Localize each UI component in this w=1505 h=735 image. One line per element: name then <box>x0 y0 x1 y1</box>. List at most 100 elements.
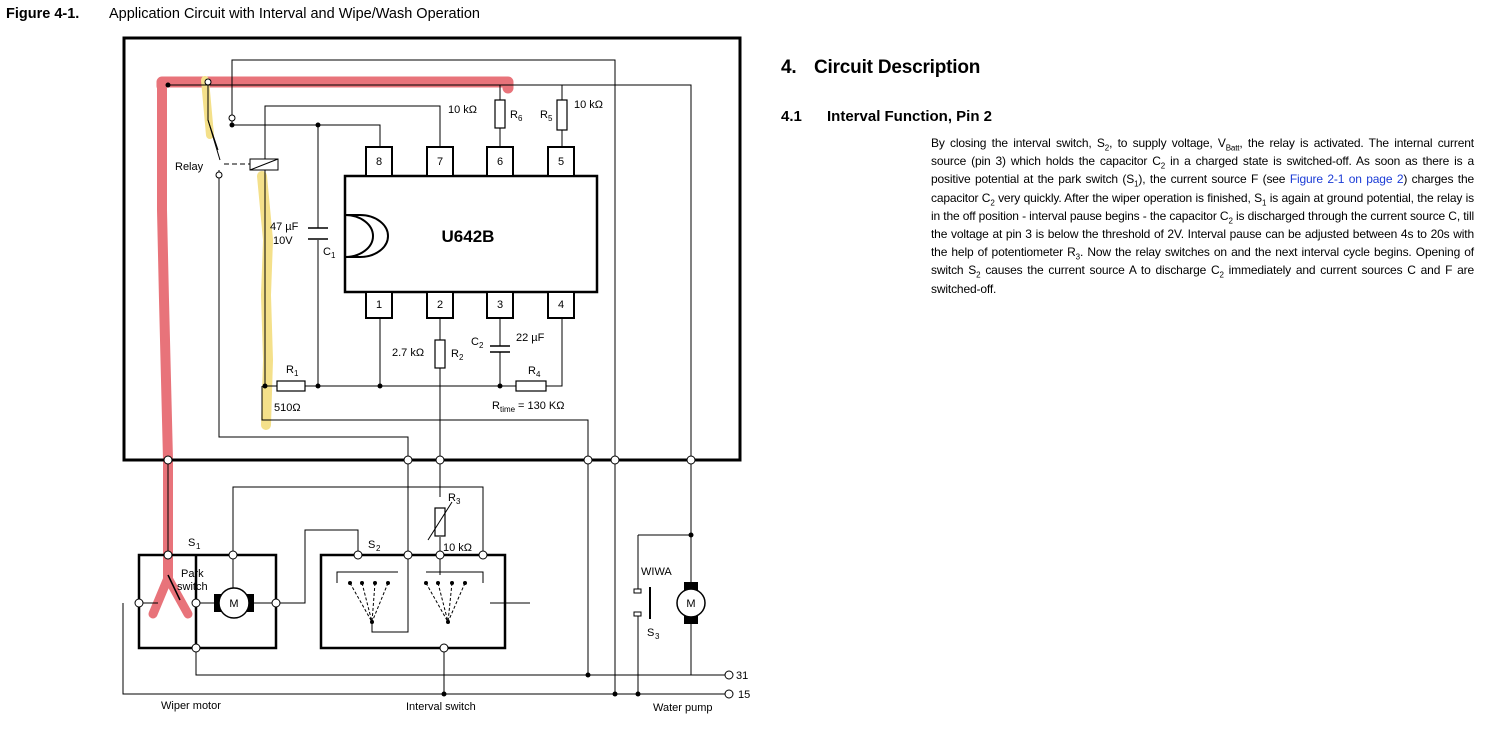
subscript: 1 <box>1261 198 1267 207</box>
c1-value-label: 47 µF <box>270 221 299 233</box>
connection-nodes <box>134 78 734 699</box>
relay <box>207 119 279 171</box>
water-pump-label: Water pump <box>653 702 713 714</box>
resistor-r6 <box>494 99 506 129</box>
r5-sub: 5 <box>548 114 553 123</box>
text-run: is discharged through the current source… <box>931 208 1474 260</box>
motor-label: M <box>229 598 238 610</box>
water-pump: M <box>633 582 706 624</box>
subscript: 2 <box>990 198 995 207</box>
junction-dots <box>165 82 694 697</box>
figure-title: Application Circuit with Interval and Wi… <box>109 6 480 22</box>
c1-voltage-label: 10V <box>273 235 293 247</box>
section-title: Circuit Description <box>814 57 981 78</box>
terminal-15: 15 <box>738 689 750 701</box>
subsection-number: 4.1 <box>781 108 802 125</box>
resistor-r1 <box>276 380 306 392</box>
r6-letter: R <box>510 109 518 121</box>
rtime-letter: R <box>492 400 500 412</box>
text-run: , to supply voltage, V <box>1109 136 1226 150</box>
r3-sub: 3 <box>456 497 461 506</box>
pin-7: 7 <box>437 156 443 168</box>
r5-letter: R <box>540 109 548 121</box>
figure-caption: Figure 4-1. Application Circuit with Int… <box>6 6 480 22</box>
s1-sub: 1 <box>196 542 201 551</box>
s3-letter: S <box>647 627 654 639</box>
pin-3: 3 <box>497 299 503 311</box>
components <box>276 99 568 541</box>
circuit-labels: Relay 47 µF 10V C 1 10 kΩ R 6 R 5 10 kΩ … <box>161 99 750 714</box>
body-paragraph: By closing the interval switch, S2, to s… <box>931 134 1474 298</box>
r2-sub: 2 <box>459 353 464 362</box>
c2-letter: C <box>471 336 479 348</box>
r1-value-label: 510Ω <box>274 402 301 414</box>
text-run: . Now the relay switches on and the next… <box>931 245 1474 278</box>
highlight-yellow-path <box>201 76 273 430</box>
resistor-r4 <box>515 380 547 392</box>
s2-sub: 2 <box>376 544 381 553</box>
pin-1: 1 <box>376 299 382 311</box>
potentiometer-r3 <box>434 507 446 537</box>
rtime-value-label: = 130 KΩ <box>518 400 564 412</box>
park-label-2: switch <box>177 581 208 593</box>
subscript: 3 <box>1075 252 1080 262</box>
pin-2: 2 <box>437 299 443 311</box>
resistor-r2 <box>434 339 446 369</box>
wiper-motor: M <box>196 555 276 619</box>
r6-value-label: 10 kΩ <box>448 104 477 116</box>
resistor-r5 <box>556 99 568 131</box>
pin-6: 6 <box>497 156 503 168</box>
section-heading: 4. Circuit Description <box>781 57 980 79</box>
terminal-31: 31 <box>736 670 748 682</box>
subscript: 1 <box>1134 179 1139 189</box>
r3-value-label: 10 kΩ <box>443 542 472 554</box>
wiper-motor-label: Wiper motor <box>161 700 221 712</box>
r2-value-label: 2.7 kΩ <box>392 347 424 359</box>
s2-letter: S <box>368 539 375 551</box>
text-run: causes the current source A to discharge… <box>980 263 1220 278</box>
subscript: 2 <box>976 270 981 280</box>
r4-letter: R <box>528 365 536 377</box>
pin-8: 8 <box>376 156 382 168</box>
r2-letter: R <box>451 348 459 360</box>
figure-2-1-link[interactable]: Figure 2-1 on page 2 <box>1289 172 1404 187</box>
text-run: immediately and current sources C and F … <box>931 263 1474 296</box>
wiwa-label: WIWA <box>641 566 672 578</box>
text-run: ), the current source F (see <box>1138 172 1290 187</box>
pin-5: 5 <box>558 156 564 168</box>
switch-dots <box>348 581 467 624</box>
pin-4: 4 <box>558 299 564 311</box>
interval-switch-label: Interval switch <box>406 701 476 713</box>
text-run: is again at ground potential, the relay … <box>931 190 1474 223</box>
subsection-title: Interval Function, Pin 2 <box>827 108 993 125</box>
subsection-heading: 4.1 Interval Function, Pin 2 <box>781 108 992 125</box>
park-label-1: Park <box>181 568 204 580</box>
pump-motor-label: M <box>686 598 695 610</box>
ic-name: U642B <box>442 227 495 246</box>
interval-switch-contacts <box>336 555 484 623</box>
r3-letter: R <box>448 492 456 504</box>
text-run: very quickly. After the wiper operation … <box>994 190 1262 205</box>
text-run: ) charges the capacitor C <box>931 172 1474 205</box>
section-number: 4. <box>781 57 797 78</box>
subscript: 2 <box>1228 216 1233 226</box>
text-run: in a charged state is switched-off. As s… <box>931 154 1474 187</box>
module-outline <box>122 36 742 462</box>
text-run: By closing the interval switch, S <box>931 136 1105 150</box>
r6-sub: 6 <box>518 114 523 123</box>
subscript: 2 <box>1160 161 1166 171</box>
subscript: 2 <box>1219 270 1224 280</box>
s3-sub: 3 <box>655 632 660 641</box>
r4-sub: 4 <box>536 370 541 379</box>
s1-letter: S <box>188 537 195 549</box>
r5-value-label: 10 kΩ <box>574 99 603 111</box>
figure-number: Figure 4-1. <box>6 6 80 22</box>
circuit-diagram: U642B 8 7 6 5 1 2 3 4 M <box>122 36 750 714</box>
relay-label: Relay <box>175 161 204 173</box>
r1-sub: 1 <box>294 369 299 378</box>
subscript: Batt <box>1225 143 1240 153</box>
c1-letter: C <box>323 246 331 258</box>
subscript: 2 <box>1104 143 1110 153</box>
rtime-sub: time <box>500 405 516 414</box>
text-run: , the relay is activated. The internal c… <box>931 136 1474 169</box>
